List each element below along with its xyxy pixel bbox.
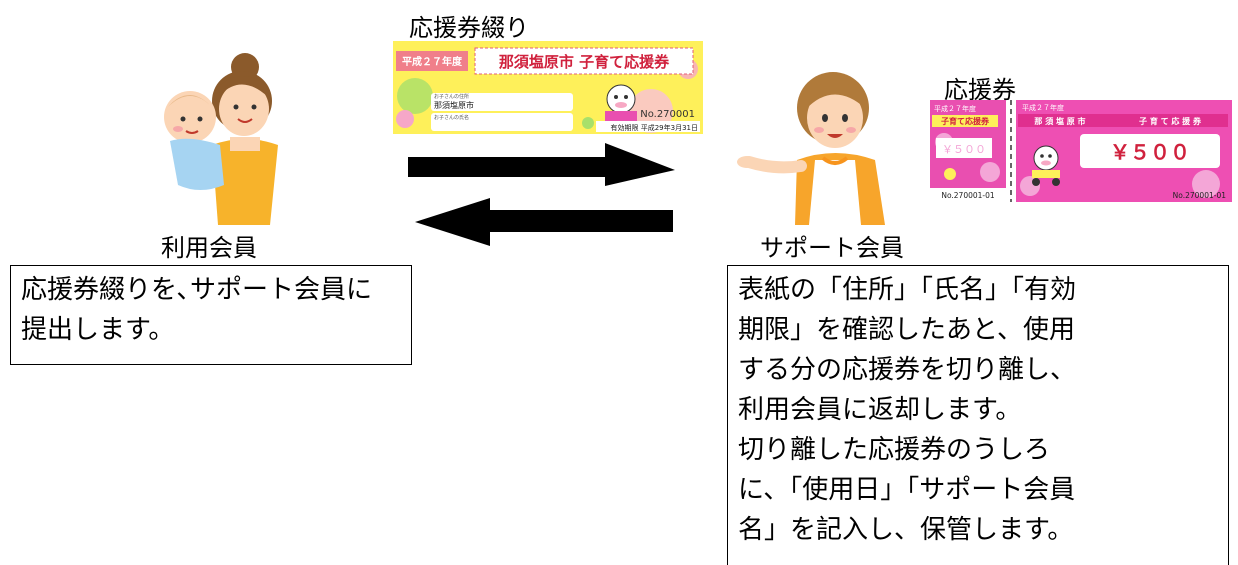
support-member-text-2: 切り離した応援券のうしろに、「使用日」「サポート会員名」を記入し、保管します。 (738, 435, 1076, 545)
support-member-label: サポート会員 (760, 234, 904, 262)
ticket-caption: 応援券 (944, 76, 1016, 104)
support-member-description: 表紙の「住所」「氏名」「有効期限」を確認したあと、使用する分の応援券を切り離し、… (727, 265, 1229, 565)
booklet-title: 那須塩原市 子育て応援券 (499, 53, 670, 71)
user-member-description: 応援券綴りを､サポート会員に提出します。 (10, 265, 412, 365)
arrow-left-icon (415, 198, 673, 246)
booklet-address-value: 那須塩原市 (434, 100, 474, 110)
stub-year: 平成２７年度 (934, 104, 976, 113)
main-title-left: 那 須 塩 原 市 (1034, 116, 1085, 126)
booklet-number: No.270001 (640, 109, 695, 120)
booklet-illustration: 平成２７年度 那須塩原市 子育て応援券 お子さんの住所 那須塩原市 お子さんの氏… (393, 41, 703, 134)
ticket-illustration: 平成２７年度 子育て応援券 ￥５００ No.270001-01 平成２７年度 那… (930, 100, 1232, 202)
stub-number: No.270001-01 (941, 191, 995, 200)
arrow-right-icon (408, 143, 675, 186)
user-member-label: 利用会員 (161, 234, 257, 262)
main-amount: ￥５００ (1110, 140, 1190, 164)
exchange-arrows (408, 143, 675, 246)
booklet-image: 平成２７年度 那須塩原市 子育て応援券 お子さんの住所 那須塩原市 お子さんの氏… (393, 41, 703, 134)
main-title-right: 子 育 て 応 援 券 (1139, 116, 1202, 126)
ticket-image: 平成２７年度 子育て応援券 ￥５００ No.270001-01 平成２７年度 那… (930, 100, 1232, 202)
support-member-illustration (737, 72, 885, 225)
booklet-expiry: 有効期限 平成29年3月31日 (611, 123, 699, 132)
main-year: 平成２７年度 (1022, 103, 1064, 112)
support-member-text-1: 表紙の「住所」「氏名」「有効期限」を確認したあと、使用する分の応援券を切り離し、… (738, 275, 1077, 425)
booklet-year-badge: 平成２７年度 (402, 55, 463, 68)
user-member-illustration (164, 53, 278, 225)
stub-amount: ￥５００ (942, 143, 986, 156)
booklet-address-label: お子さんの住所 (434, 93, 469, 100)
user-member-text: 応援券綴りを､サポート会員に提出します。 (21, 275, 373, 345)
stub-label: 子育て応援券 (941, 116, 990, 126)
main-number: No.270001-01 (1173, 191, 1227, 200)
booklet-caption: 応援券綴り (409, 14, 529, 42)
booklet-name-label: お子さんの氏名 (434, 114, 469, 121)
